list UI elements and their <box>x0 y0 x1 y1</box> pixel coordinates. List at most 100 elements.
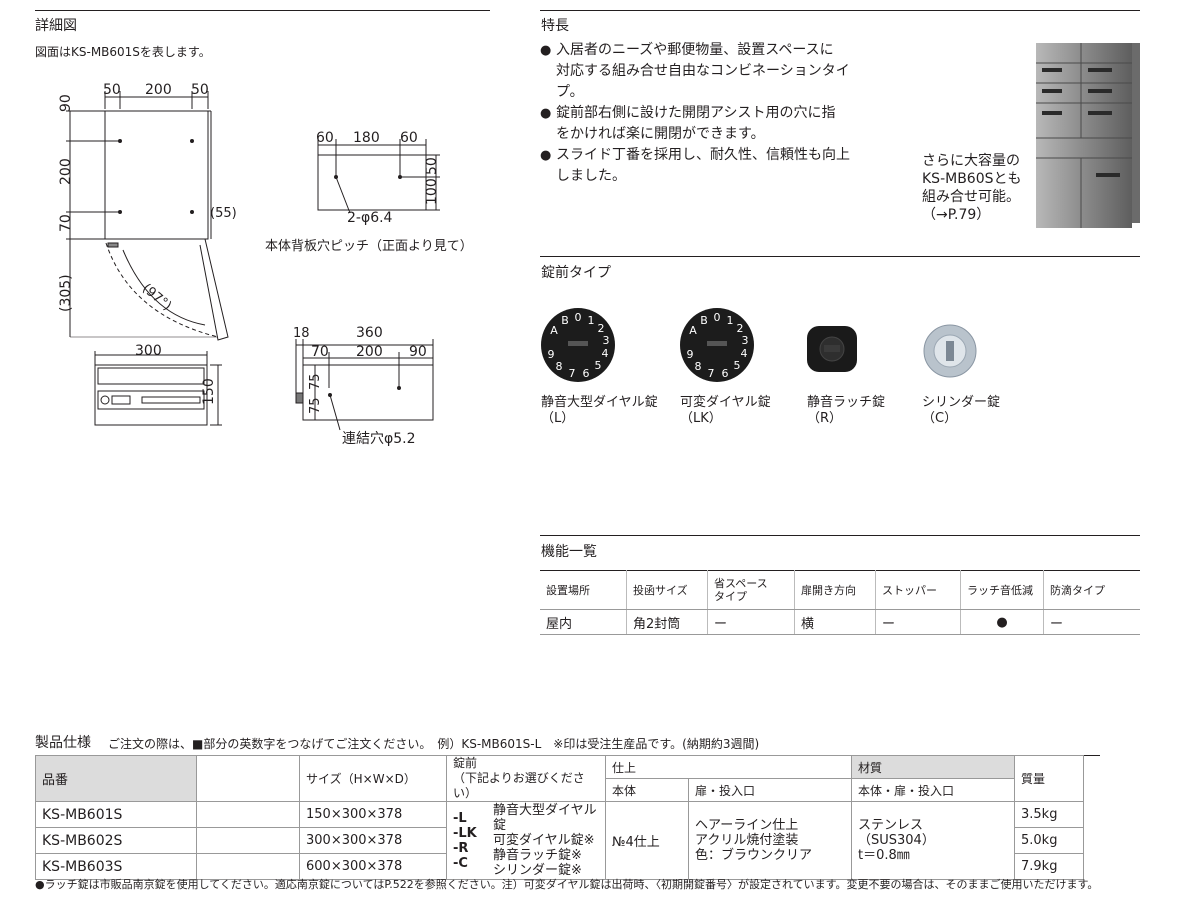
detail-title: 詳細図 <box>35 18 77 34</box>
functions-header-row: 設置場所 投函サイズ 省スペースタイプ 扉開き方向 ストッパー ラッチ音低減 防… <box>540 570 1140 610</box>
back-dim-hole: 2-φ6.4 <box>347 210 393 226</box>
side-dim-v2: 75 <box>308 397 323 414</box>
lock-item-r: 静音ラッチ錠 （R） <box>807 395 886 426</box>
features-top-rule <box>540 10 1140 11</box>
side-dim-d1: 360 <box>356 325 383 341</box>
spec-header-finish: 仕上 <box>605 755 852 779</box>
back-caption: 本体背板穴ピッチ（正面より見て） <box>265 239 473 254</box>
svg-text:2: 2 <box>737 322 744 335</box>
svg-text:9: 9 <box>687 348 694 361</box>
front-dim-left2: 200 <box>58 158 74 185</box>
detail-top-rule <box>35 10 490 11</box>
functions-cell: 屋内 <box>540 609 627 635</box>
spec-row-601: KS-MB601S 150×300×378 -L -LK -R -C 静音大型ダ… <box>35 801 1101 880</box>
side-dim-d3: 200 <box>356 344 383 360</box>
svg-text:7: 7 <box>708 367 715 380</box>
spec-header-body: 本体 <box>605 778 689 802</box>
lock-item-c: シリンダー錠 （C） <box>922 395 1001 426</box>
functions-cell: ー <box>707 609 795 635</box>
back-dim-d1: 60 <box>316 130 334 146</box>
functions-cell: ● <box>960 609 1044 635</box>
svg-text:6: 6 <box>583 367 590 380</box>
spec-size: 300×300×378 <box>299 827 447 854</box>
functions-header: 投函サイズ <box>626 570 708 610</box>
svg-text:1: 1 <box>588 314 595 327</box>
spec-row-602: KS-MB602S 300×300×378 5.0kg <box>35 827 1101 854</box>
functions-data-row: 屋内 角2封筒 ー 横 ー ● ー <box>540 609 1140 635</box>
back-view-body <box>317 154 427 211</box>
functions-cell: ー <box>875 609 961 635</box>
spec-lock-names: 静音大型ダイヤル錠 可変ダイヤル錠※ 静音ラッチ錠※ シリンダー錠※ <box>487 801 606 880</box>
side-dim-d2: 70 <box>311 344 329 360</box>
spec-header-blank <box>196 755 300 802</box>
svg-text:6: 6 <box>722 367 729 380</box>
front-dim-top1: 50 <box>103 82 121 98</box>
spec-row-603: KS-MB603S 600×300×378 7.9kg <box>35 853 1101 880</box>
spec-finish-door: ヘアーライン仕上 アクリル焼付塗装 色：ブラウンクリア <box>688 801 852 880</box>
spec-finish-body: №4仕上 <box>605 801 689 880</box>
svg-text:5: 5 <box>595 359 602 372</box>
spec-weight: 7.9kg <box>1014 853 1084 880</box>
side-dim-d0: 18 <box>293 326 310 341</box>
spec-subtitle: ご注文の際は、■部分の英数字をつなげてご注文ください。 例）KS-MB601S-… <box>108 737 760 751</box>
back-dim-d3: 60 <box>400 130 418 146</box>
svg-text:B: B <box>700 314 708 327</box>
svg-text:8: 8 <box>695 360 702 373</box>
spec-lock-codes: -L -LK -R -C <box>446 801 487 880</box>
spec-title: 製品仕様 <box>35 735 91 751</box>
svg-text:7: 7 <box>569 367 576 380</box>
svg-text:0: 0 <box>714 311 721 324</box>
spec-header-model: 品番 <box>35 755 197 802</box>
mailbox-unit-image <box>1036 43 1140 228</box>
spec-model: KS-MB603S <box>35 853 197 880</box>
functions-table: 設置場所 投函サイズ 省スペースタイプ 扉開き方向 ストッパー ラッチ音低減 防… <box>540 570 1140 635</box>
svg-text:2: 2 <box>598 322 605 335</box>
feature-item-1: 入居者のニーズや郵便物量、設置スペースに 対応する組み合せ自由なコンビネーション… <box>540 40 870 103</box>
functions-header: ラッチ音低減 <box>960 570 1044 610</box>
features-note: さらに大容量の KS-MB60Sとも 組み合せ可能。 （→P.79） <box>922 153 1022 223</box>
spec-model: KS-MB602S <box>35 827 197 854</box>
functions-header: 扉開き方向 <box>794 570 876 610</box>
spec-weight: 3.5kg <box>1014 801 1084 828</box>
front-dim-left1: 90 <box>58 94 74 112</box>
functions-cell: 角2封筒 <box>626 609 708 635</box>
spec-weight: 5.0kg <box>1014 827 1084 854</box>
bottom-dim-width: 300 <box>135 343 162 359</box>
back-dim-d2: 180 <box>353 130 380 146</box>
spec-footnote: ●ラッチ錠は市販品南京錠を使用してください。適応南京錠についてはP.522を参照… <box>35 878 1099 891</box>
functions-cell: 横 <box>794 609 876 635</box>
side-dim-v1: 75 <box>308 373 323 390</box>
spec-header-lock: 錠前 （下記よりお選びください） <box>446 755 606 802</box>
side-dim-d4: 90 <box>409 344 427 360</box>
features-title: 特長 <box>541 18 569 34</box>
feature-item-2: 錠前部右側に設けた開閉アシスト用の穴に指 をかければ楽に開閉ができます。 <box>540 103 870 145</box>
front-dim-left3: 70 <box>58 214 74 232</box>
front-dim-right1: (55) <box>210 206 237 221</box>
functions-title: 機能一覧 <box>541 544 597 560</box>
functions-header: ストッパー <box>875 570 961 610</box>
svg-text:5: 5 <box>734 359 741 372</box>
cylinder-lock-icon <box>923 324 977 378</box>
spec-material: ステンレス （SUS304） t＝0.8㎜ <box>851 801 1015 880</box>
spec-header-material: 材質 <box>851 755 1015 779</box>
features-list: 入居者のニーズや郵便物量、設置スペースに 対応する組み合せ自由なコンビネーション… <box>540 40 870 187</box>
latch-lock-icon <box>807 326 857 372</box>
front-dim-top3: 50 <box>191 82 209 98</box>
functions-top-rule <box>540 535 1140 536</box>
functions-header: 設置場所 <box>540 570 627 610</box>
svg-text:4: 4 <box>602 347 609 360</box>
front-view-body <box>104 110 209 240</box>
svg-text:3: 3 <box>742 334 749 347</box>
functions-cell: ー <box>1043 609 1140 635</box>
svg-text:B: B <box>561 314 569 327</box>
side-dim-hole: 連結穴φ5.2 <box>342 431 416 447</box>
locks-title: 錠前タイプ <box>541 265 611 281</box>
detail-note: 図面はKS-MB601Sを表します。 <box>35 45 211 59</box>
spec-header-weight: 質量 <box>1014 755 1084 802</box>
spec-size: 150×300×378 <box>299 801 447 828</box>
front-dim-top2: 200 <box>145 82 172 98</box>
front-dim-left4: (305) <box>58 274 74 312</box>
bottom-view-body <box>94 364 208 426</box>
